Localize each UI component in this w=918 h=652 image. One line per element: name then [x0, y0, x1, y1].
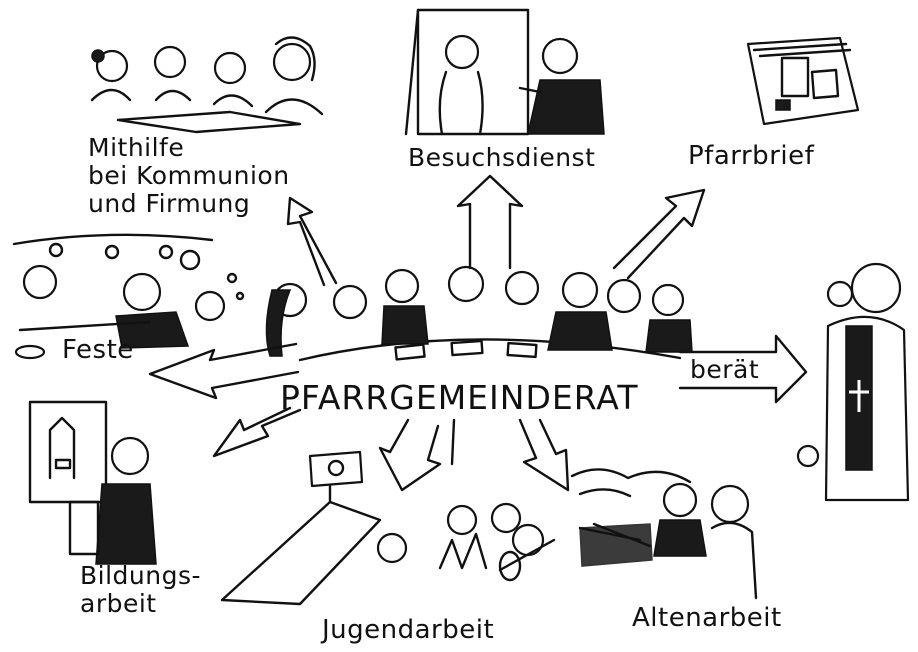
- center-council-label: PFARRGEMEINDERAT: [280, 378, 639, 417]
- arrow-to-pfarrbrief: [612, 188, 706, 280]
- besuchsdienst-label: Besuchsdienst: [408, 143, 596, 172]
- priest-icon: [796, 262, 910, 502]
- mithilfe-line-3: und Firmung: [88, 189, 251, 218]
- newsletter-stack-icon: [746, 36, 860, 126]
- children-group-icon: [90, 36, 324, 134]
- mithilfe-line-2: bei Kommunion: [88, 161, 290, 190]
- council-table-icon: [265, 265, 693, 362]
- arrow-to-bildungsarbeit: [212, 406, 302, 458]
- pfarrbrief-label: Pfarrbrief: [688, 141, 815, 171]
- feste-label: Feste: [62, 335, 134, 365]
- campfire-tent-icon: [220, 450, 556, 606]
- beraet-label: berät: [690, 355, 760, 384]
- arrow-to-besuchsdienst: [456, 174, 524, 270]
- seniors-table-icon: [570, 468, 758, 600]
- bildungsarbeit-line-1: Bildungs-: [80, 561, 202, 590]
- home-visit-icon: [404, 8, 605, 136]
- arrow-to-jugendarbeit: [378, 418, 456, 492]
- mithilfe-line-1: Mithilfe: [88, 133, 185, 162]
- mithilfe-label: Mithilfe bei Kommunion und Firmung: [88, 134, 290, 218]
- bildungsarbeit-label: Bildungs- arbeit: [80, 562, 201, 618]
- altenarbeit-label: Altenarbeit: [632, 603, 782, 633]
- jugendarbeit-label: Jugendarbeit: [322, 615, 495, 645]
- arrow-to-mithilfe: [286, 196, 338, 287]
- arrow-to-berater: [678, 334, 808, 404]
- arrow-to-feste: [148, 342, 300, 400]
- arrow-to-altenarbeit: [518, 418, 570, 492]
- party-scene-icon: [12, 233, 245, 360]
- bildungsarbeit-line-2: arbeit: [80, 589, 157, 618]
- teacher-icon: [28, 400, 157, 565]
